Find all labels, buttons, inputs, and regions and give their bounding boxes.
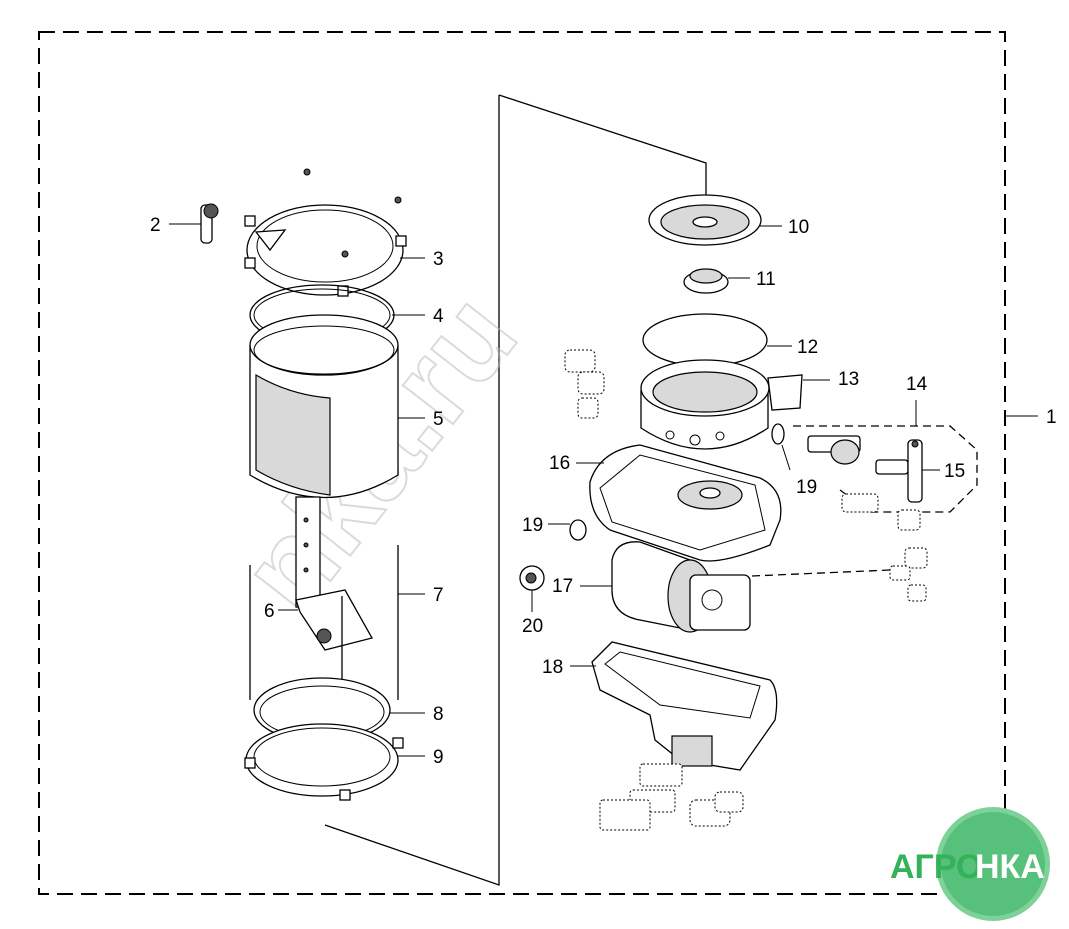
callout-15: 15 [944, 461, 965, 482]
part-18-base-tray [570, 641, 778, 771]
part-3-lid [244, 168, 425, 297]
callout-4: 4 [433, 306, 444, 327]
hose-fittings [751, 493, 928, 602]
callout-1: 1 [1046, 407, 1057, 428]
callout-9: 9 [433, 747, 444, 768]
callout-14: 14 [906, 374, 928, 395]
part-10-grid-plate [648, 194, 782, 246]
part-9-base [244, 723, 425, 801]
housing-side-fittings [564, 349, 605, 419]
callout-19-left: 19 [522, 515, 543, 536]
part-6-follower [278, 496, 373, 651]
callout-17: 17 [552, 576, 573, 597]
callout-12: 12 [797, 337, 818, 358]
logo-right-text: НКА [975, 848, 1045, 886]
callout-16: 16 [549, 453, 570, 474]
part-2-fitting [169, 203, 219, 244]
part-19-oring-left [548, 519, 587, 541]
part-12-seal [642, 313, 792, 367]
callout-18: 18 [542, 657, 563, 678]
callout-19-right: 19 [796, 477, 817, 498]
callout-11: 11 [756, 269, 776, 290]
callout-3: 3 [433, 249, 444, 270]
callout-13: 13 [838, 369, 859, 390]
part-8-ring [253, 677, 425, 743]
agronka-logo: АГРО НКА [890, 807, 1050, 921]
group-divider [324, 95, 500, 886]
callout-5: 5 [433, 409, 444, 430]
part-17-motor [580, 541, 751, 633]
assembly-border [38, 31, 1006, 895]
logo-left-text: АГРО [890, 848, 983, 886]
part-14-fitting-assembly [793, 400, 978, 513]
callout-6: 6 [264, 601, 275, 622]
part-5-reservoir [249, 314, 425, 499]
part-19-oring-right [771, 423, 791, 471]
callout-8: 8 [433, 704, 444, 725]
tray-accessories [599, 763, 744, 831]
part-16-cover [576, 444, 782, 562]
callout-7: 7 [433, 585, 444, 606]
part-11-hub [683, 268, 750, 294]
group-divider-top [498, 94, 707, 195]
callout-20: 20 [522, 616, 543, 637]
part-13-housing [640, 359, 830, 450]
callout-2: 2 [150, 215, 161, 236]
callout-10: 10 [788, 217, 809, 238]
part-20-plug [519, 565, 545, 612]
